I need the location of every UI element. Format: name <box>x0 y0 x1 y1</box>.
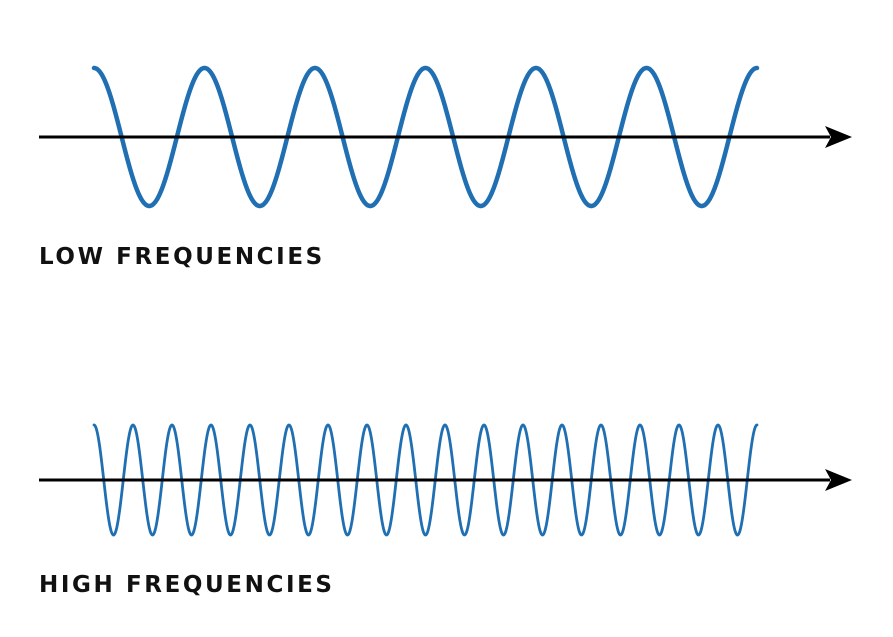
low-frequency-diagram: LOW FREQUENCIES <box>0 0 893 300</box>
high-frequency-wave <box>92 423 759 537</box>
high-frequency-label: HIGH FREQUENCIES <box>39 572 335 598</box>
low-frequency-axis-arrowhead <box>825 126 852 148</box>
high-frequency-diagram: HIGH FREQUENCIES <box>0 320 893 637</box>
high-frequency-axis-arrowhead <box>825 469 852 491</box>
low-frequency-plot <box>39 65 852 209</box>
low-frequency-label: LOW FREQUENCIES <box>39 244 325 270</box>
high-frequency-plot <box>39 423 852 537</box>
low-frequency-wave <box>91 65 760 209</box>
